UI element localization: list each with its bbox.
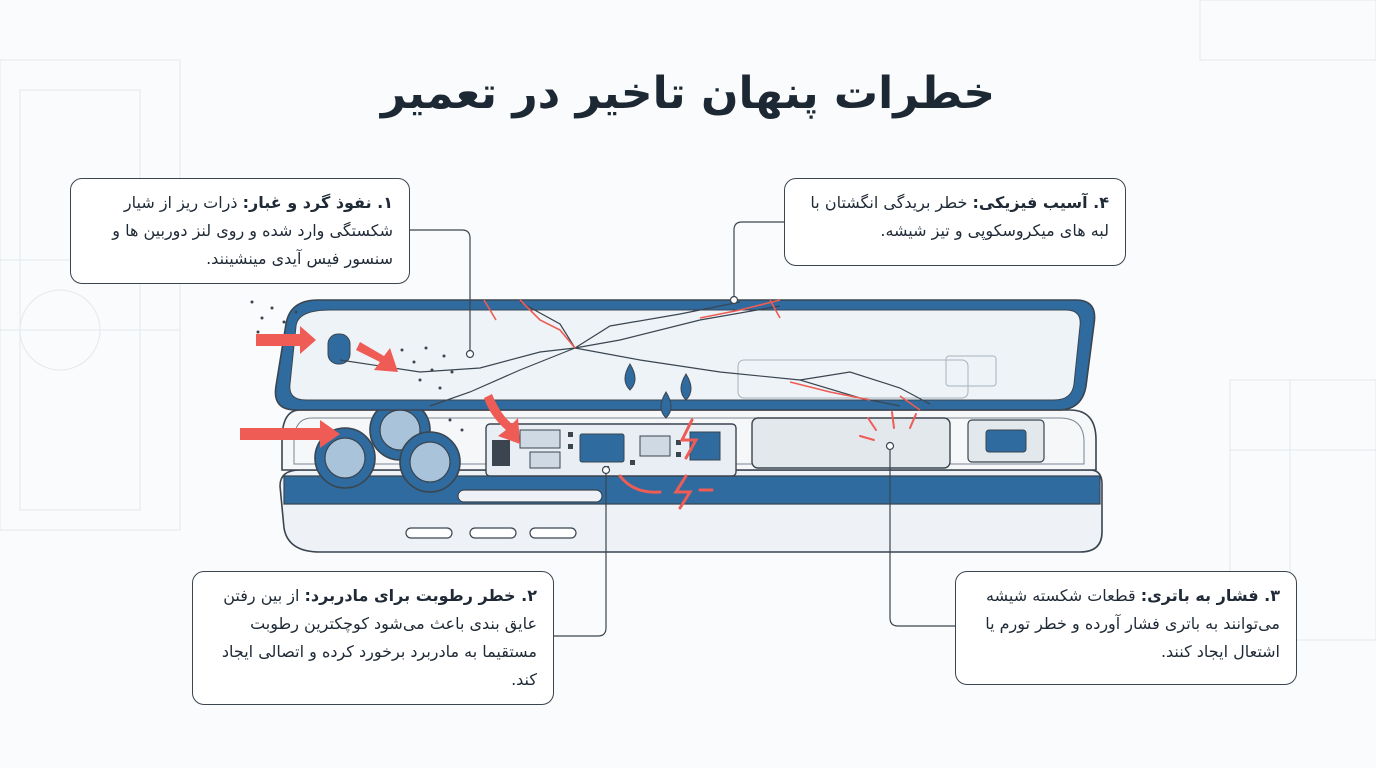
side-button-1 — [405, 527, 453, 539]
callout-dust-body: ذرات ریز از شیار شکستگی وارد شده و روی ل… — [112, 193, 393, 268]
side-button-3 — [529, 527, 577, 539]
camera-module — [314, 399, 461, 493]
callout-dust-heading: ۱. نفوذ گرد و غبار: — [242, 193, 393, 212]
callout-moisture: ۲. خطر رطوبت برای مادربرد: از بین رفتن ع… — [192, 571, 554, 705]
callout-moisture-heading: ۲. خطر رطوبت برای مادربرد: — [304, 586, 537, 605]
side-button-long — [457, 489, 603, 503]
crack-icon — [339, 301, 931, 407]
page-title: خطرات پنهان تاخیر در تعمیر — [380, 68, 996, 119]
leader-lines — [410, 221, 955, 637]
side-button-2 — [469, 527, 517, 539]
cracked-screen — [274, 299, 1096, 411]
callout-battery-body: قطعات شکسته شیشه می‌توانند به باتری فشار… — [985, 586, 1280, 661]
callout-battery-heading: ۳. فشار به باتری: — [1140, 586, 1280, 605]
dust-particles-icon — [250, 300, 464, 432]
callout-physical-body: خطر بریدگی انگشتان با لبه های میکروسکوپی… — [810, 193, 1109, 240]
water-drop-icon — [624, 363, 692, 419]
battery — [751, 417, 951, 469]
lightning-icon — [618, 418, 714, 510]
callout-physical-heading: ۴. آسیب فیزیکی: — [972, 193, 1109, 212]
arrow-icon — [240, 326, 520, 448]
speaker-notch — [327, 333, 351, 365]
callout-moisture-body: از بین رفتن عایق بندی باعث می‌شود کوچکتر… — [221, 586, 537, 689]
motherboard — [485, 423, 737, 477]
callout-physical: ۴. آسیب فیزیکی: خطر بریدگی انگشتان با لب… — [784, 178, 1126, 266]
speaker-module — [967, 419, 1045, 463]
callout-battery: ۳. فشار به باتری: قطعات شکسته شیشه می‌تو… — [955, 571, 1297, 685]
phone-internals — [281, 399, 1097, 493]
callout-dust: ۱. نفوذ گرد و غبار: ذرات ریز از شیار شکس… — [70, 178, 410, 284]
pressure-marks — [859, 411, 917, 441]
phone-body — [279, 469, 1103, 553]
